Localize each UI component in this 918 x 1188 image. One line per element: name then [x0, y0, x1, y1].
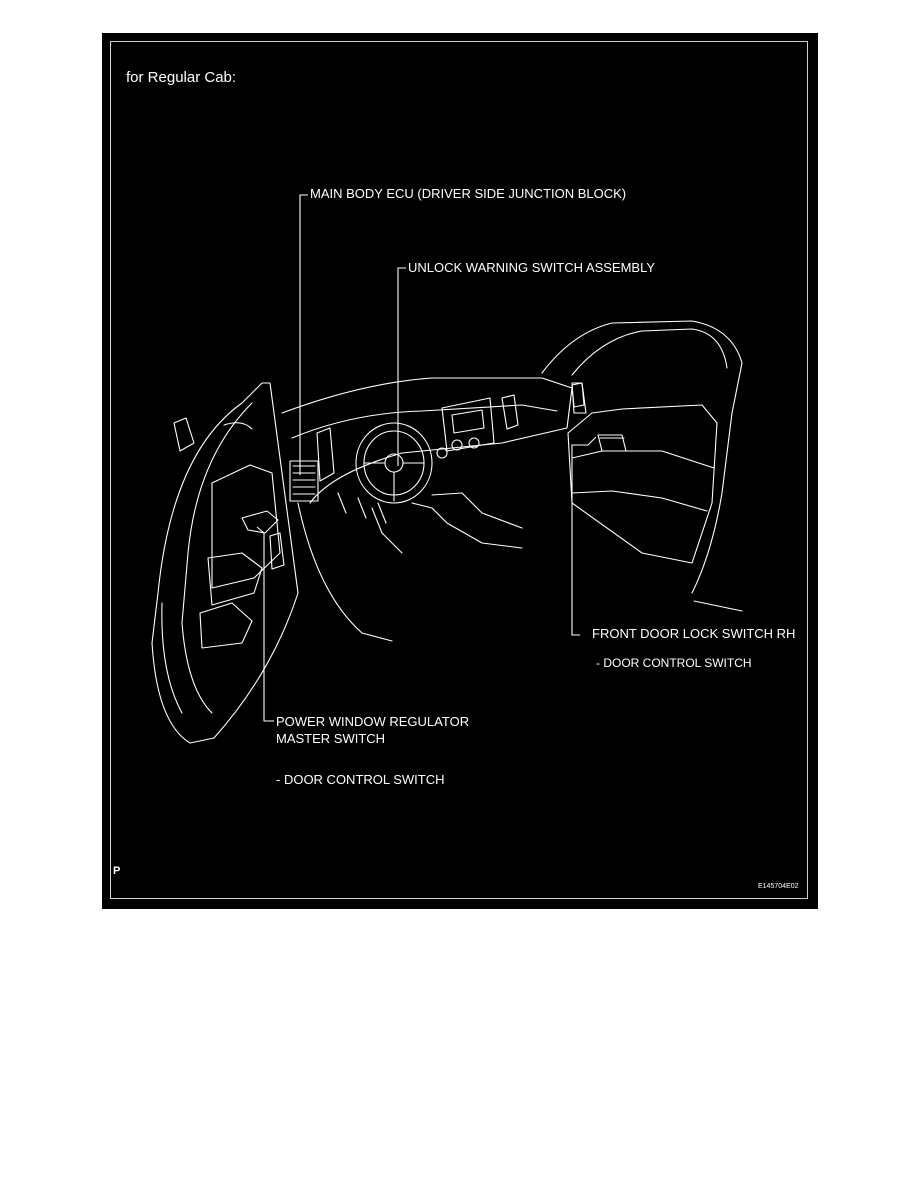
diagram-figure: for Regular Cab: MAIN BODY ECU (DRIVER S… [102, 33, 818, 909]
leader-front-door-lock-rh [571, 436, 597, 636]
callout-front-door-sub: - DOOR CONTROL SWITCH [596, 656, 752, 670]
callout-power-window-line1: POWER WINDOW REGULATOR [276, 714, 470, 729]
leader-main-body-ecu [299, 194, 308, 475]
leader-power-window [256, 526, 274, 722]
callout-front-door-lock-switch-rh: FRONT DOOR LOCK SWITCH RH [592, 626, 796, 641]
left-door-drawing [151, 382, 299, 744]
figure-header: for Regular Cab: [126, 69, 237, 86]
figure-border [110, 41, 808, 899]
callout-main-body-ecu: MAIN BODY ECU (DRIVER SIDE JUNCTION BLOC… [310, 186, 627, 201]
corner-mark: P [113, 865, 121, 877]
dashboard-drawing [281, 377, 585, 642]
callout-power-window-sub: - DOOR CONTROL SWITCH [276, 772, 445, 787]
callout-unlock-warning-switch: UNLOCK WARNING SWITCH ASSEMBLY [408, 260, 656, 275]
vehicle-interior-illustration [151, 194, 743, 744]
right-door-drawing [541, 320, 743, 612]
figure-code: E145704E02 [758, 883, 799, 890]
leader-unlock-warning [397, 267, 406, 466]
callout-power-window-line2: MASTER SWITCH [276, 731, 386, 746]
leader-lines [256, 194, 597, 722]
